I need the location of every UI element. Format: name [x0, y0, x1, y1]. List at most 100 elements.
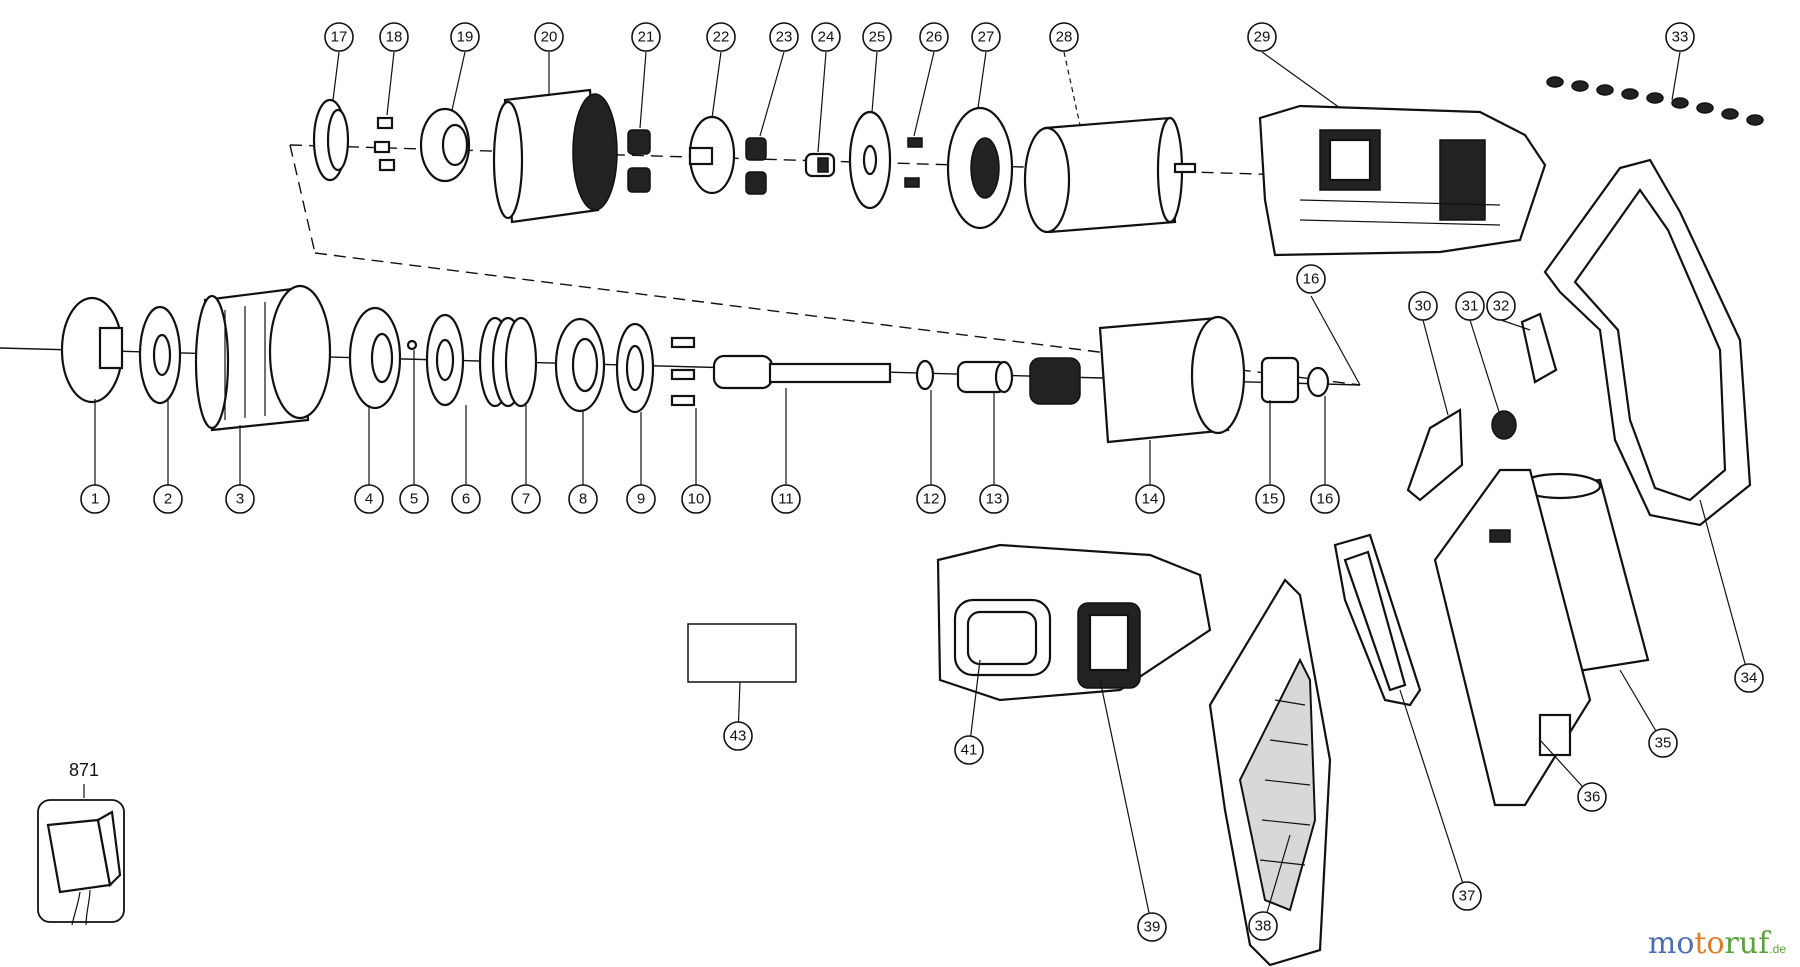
- callout-label: 2: [164, 491, 172, 508]
- callout-36: 36: [1577, 782, 1607, 812]
- part-11-spindle: [712, 354, 892, 390]
- callout-41: 41: [954, 735, 984, 765]
- callout-6: 6: [451, 484, 481, 514]
- callout-label: 4: [365, 491, 373, 508]
- callout-label: 12: [923, 491, 940, 508]
- part-17-ring: [312, 98, 350, 182]
- part-8-bearing: [554, 317, 606, 413]
- callout-27: 27: [971, 22, 1001, 52]
- watermark-part1: mo: [1647, 926, 1695, 961]
- callout-label: 9: [637, 491, 645, 508]
- callout-20: 20: [534, 22, 564, 52]
- callout-21: 21: [631, 22, 661, 52]
- callout-14: 14: [1135, 484, 1165, 514]
- charger-871: 871: [37, 760, 125, 926]
- callout-label: 43: [730, 728, 747, 745]
- callout-label: 35: [1655, 735, 1672, 752]
- part-23-gears: [745, 137, 767, 195]
- part-10-pins: [670, 336, 696, 407]
- callout-31: 31: [1455, 291, 1485, 321]
- callout-34: 34: [1734, 663, 1764, 693]
- callout-label: 6: [462, 491, 470, 508]
- callout-16: 16: [1310, 484, 1340, 514]
- callout-label: 1: [91, 491, 99, 508]
- part-9-washer: [615, 322, 655, 414]
- callout-label: 17: [331, 29, 348, 46]
- part-14-gearbox: [1029, 315, 1246, 444]
- callout-30: 30: [1408, 291, 1438, 321]
- callout-5: 5: [399, 484, 429, 514]
- callout-label: 33: [1672, 29, 1689, 46]
- callout-label: 28: [1056, 29, 1073, 46]
- callout-7: 7: [511, 484, 541, 514]
- callout-label: 20: [541, 29, 558, 46]
- callout-label: 19: [457, 29, 474, 46]
- callout-22: 22: [706, 22, 736, 52]
- callout-8: 8: [568, 484, 598, 514]
- part-43-box: [687, 623, 797, 683]
- part-27-motor-plate: [946, 106, 1014, 230]
- part-41-front-housing: [936, 543, 1212, 702]
- callout-label: 25: [869, 29, 886, 46]
- callout-label: 16: [1303, 271, 1320, 288]
- callout-label: 37: [1459, 888, 1476, 905]
- callout-label: 21: [638, 29, 655, 46]
- callout-label: 7: [522, 491, 530, 508]
- part-28-motor: [1023, 116, 1197, 234]
- callout-label: 5: [410, 491, 418, 508]
- callout-26: 26: [919, 22, 949, 52]
- part-36-pcb: [1433, 468, 1592, 807]
- callout-label: 38: [1255, 918, 1272, 935]
- callout-2: 2: [153, 484, 183, 514]
- callout-label: 22: [713, 29, 730, 46]
- charger-label: 871: [69, 760, 99, 780]
- callout-label: 15: [1262, 491, 1279, 508]
- callout-12: 12: [916, 484, 946, 514]
- callout-3: 3: [225, 484, 255, 514]
- callout-35: 35: [1648, 728, 1678, 758]
- callout-label: 34: [1741, 670, 1758, 687]
- callout-label: 10: [688, 491, 705, 508]
- callout-16-upper: 16: [1296, 264, 1326, 294]
- callout-label: 14: [1142, 491, 1159, 508]
- callout-39: 39: [1137, 912, 1167, 942]
- callout-label: 32: [1493, 298, 1510, 315]
- callout-label: 30: [1415, 298, 1432, 315]
- callout-label: 31: [1462, 298, 1479, 315]
- callout-label: 39: [1144, 919, 1161, 936]
- part-6-plate: [425, 313, 465, 407]
- callout-43: 43: [723, 721, 753, 751]
- callout-label: 41: [961, 742, 978, 759]
- leader-lines: [94, 51, 1750, 928]
- part-5-ball: [406, 339, 418, 351]
- part-4-clutch: [348, 306, 402, 410]
- watermark-part3: ruf: [1724, 926, 1770, 961]
- part-1-cap: [60, 296, 124, 404]
- callout-29: 29: [1247, 22, 1277, 52]
- callout-38: 38: [1248, 911, 1278, 941]
- callout-15: 15: [1255, 484, 1285, 514]
- callout-10: 10: [681, 484, 711, 514]
- callout-23: 23: [769, 22, 799, 52]
- part-2-flange: [138, 305, 182, 405]
- part-37-trigger: [1333, 533, 1422, 707]
- callout-label: 29: [1254, 29, 1271, 46]
- part-26-screws: [904, 137, 923, 188]
- callout-17: 17: [324, 22, 354, 52]
- callout-label: 11: [778, 491, 794, 508]
- callout-9: 9: [626, 484, 656, 514]
- part-30-switch: [1406, 408, 1464, 502]
- callout-label: 13: [986, 491, 1003, 508]
- part-29-housing-top: [1258, 104, 1547, 257]
- callout-33: 33: [1665, 22, 1695, 52]
- part-18-pins: [373, 116, 396, 172]
- callout-label: 3: [236, 491, 244, 508]
- callout-37: 37: [1452, 881, 1482, 911]
- callout-18: 18: [379, 22, 409, 52]
- callout-1: 1: [80, 484, 110, 514]
- callout-11: 11: [771, 484, 801, 514]
- part-16-washer: [1306, 366, 1330, 398]
- part-12-circlip: [915, 359, 935, 391]
- callout-label: 27: [978, 29, 995, 46]
- callout-label: 24: [818, 29, 835, 46]
